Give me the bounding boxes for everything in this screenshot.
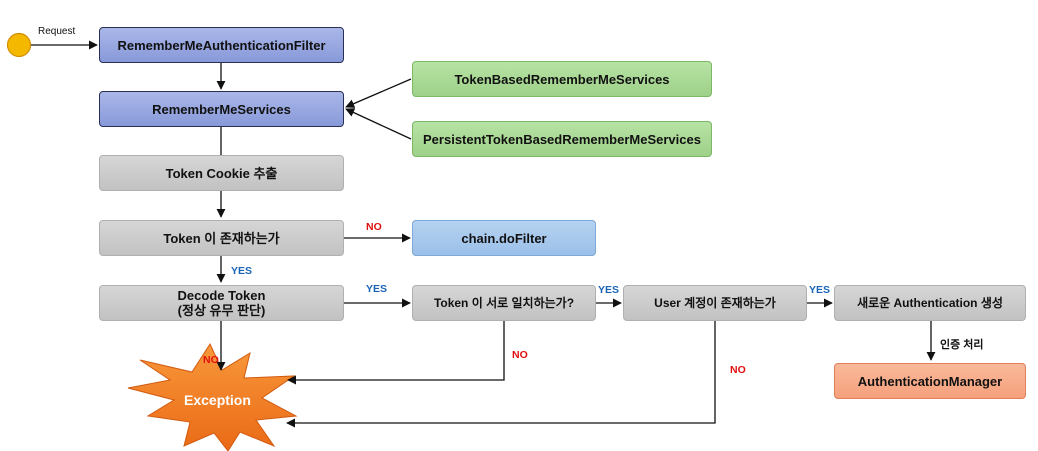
token-exists-box: Token 이 존재하는가 xyxy=(99,220,344,256)
remember-me-services-box: RememberMeServices xyxy=(99,91,344,127)
authentication-manager-box: AuthenticationManager xyxy=(834,363,1026,399)
user-yes-label: YES xyxy=(809,284,831,296)
decode-no-label: NO xyxy=(203,354,219,366)
edge-persistent-services xyxy=(345,108,412,140)
exception-burst xyxy=(127,342,298,451)
persistent-token-services-box: PersistentTokenBasedRememberMeServices xyxy=(412,121,712,157)
start-node xyxy=(6,32,32,58)
token-based-services-box: TokenBasedRememberMeServices xyxy=(412,61,712,97)
decode-yes-label: YES xyxy=(366,283,388,295)
exception-label: Exception xyxy=(184,392,251,408)
user-no-label: NO xyxy=(730,364,746,376)
token-cookie-extract-box: Token Cookie 추출 xyxy=(99,155,344,191)
request-label: Request xyxy=(38,26,76,37)
match-yes-label: YES xyxy=(598,284,620,296)
token-exists-no-label: NO xyxy=(366,221,382,233)
chain-do-filter-box: chain.doFilter xyxy=(412,220,596,256)
edge-user-exception xyxy=(286,321,716,428)
edge-tokenbased-services xyxy=(345,78,412,108)
decode-token-line2: (정상 유무 판단) xyxy=(177,303,266,318)
decode-token-line1: Decode Token xyxy=(177,288,266,303)
token-match-box: Token 이 서로 일치하는가? xyxy=(412,285,596,321)
token-exists-yes-label: YES xyxy=(231,265,253,277)
match-no-label: NO xyxy=(512,349,528,361)
decode-token-box: Decode Token (정상 유무 판단) xyxy=(99,285,344,321)
edge-match-exception xyxy=(287,321,505,385)
auth-process-label: 인증 처리 xyxy=(940,339,984,351)
remember-me-filter-box: RememberMeAuthenticationFilter xyxy=(99,27,344,63)
new-authentication-box: 새로운 Authentication 생성 xyxy=(834,285,1026,321)
user-exists-box: User 계정이 존재하는가 xyxy=(623,285,807,321)
